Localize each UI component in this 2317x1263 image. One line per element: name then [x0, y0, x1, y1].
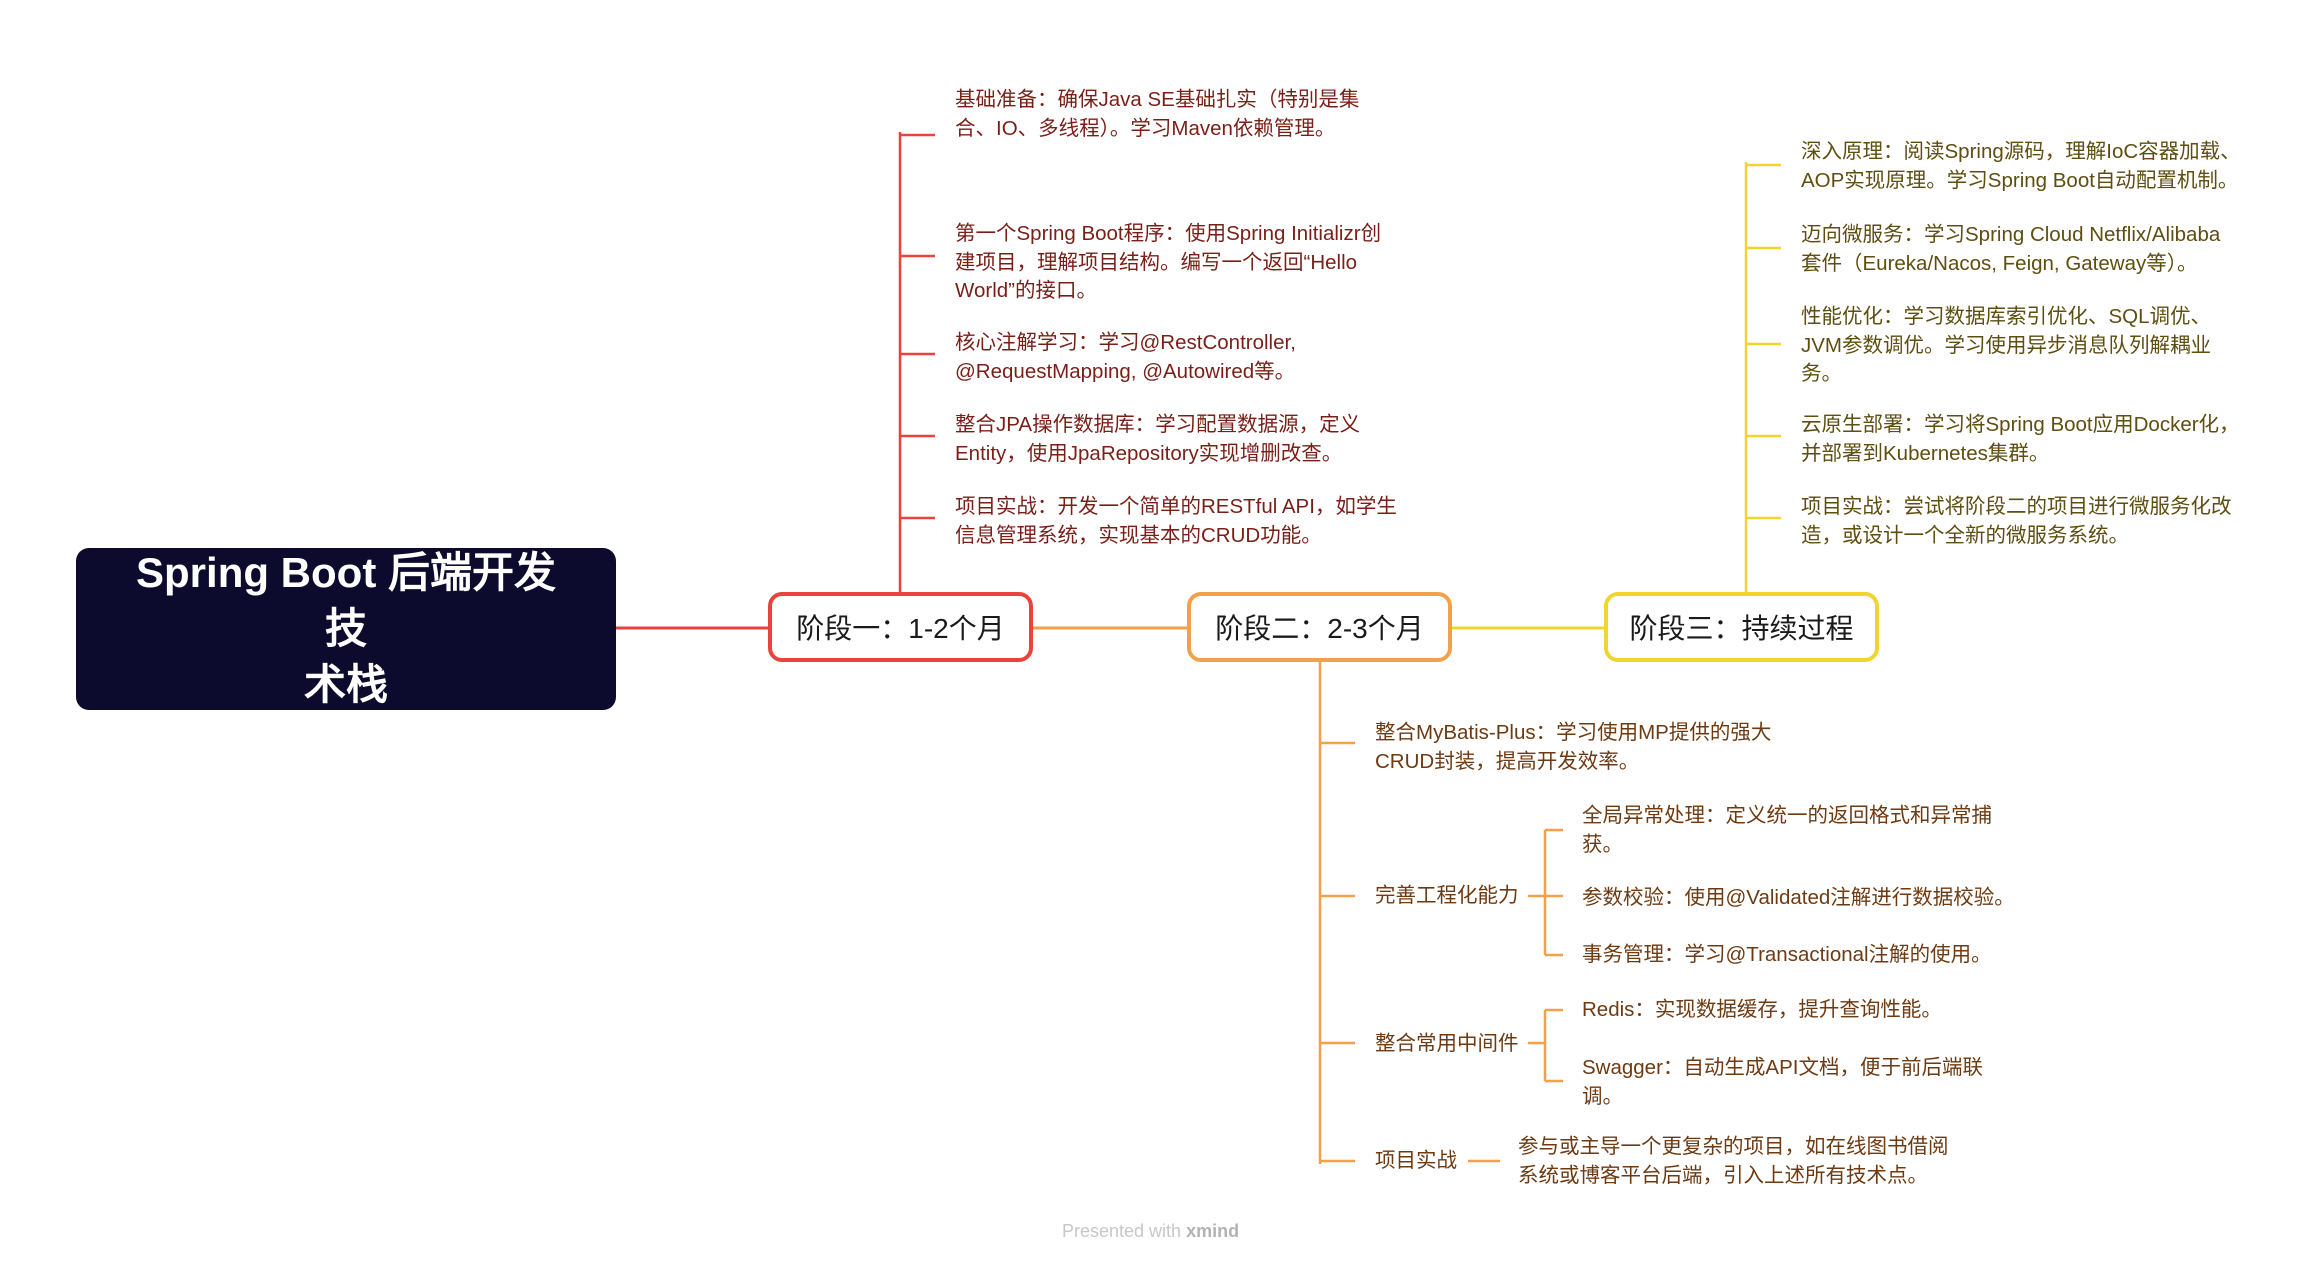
middleware-item-swagger[interactable]: Swagger：自动生成API文档，便于前后端联调。 — [1582, 1056, 1983, 1108]
stage2-item-engineering[interactable]: 完善工程化能力 — [1375, 884, 1519, 907]
xmind-watermark: Presented with xmind — [1062, 1221, 1240, 1241]
engineering-item-validation[interactable]: 参数校验：使用@Validated注解进行数据校验。 — [1582, 886, 2015, 909]
stage3-item-project[interactable]: 项目实战：尝试将阶段二的项目进行微服务化改造，或设计一个全新的微服务系统。 — [1801, 495, 2232, 547]
connector-stage1-children — [898, 132, 935, 592]
stage1-label: 阶段一：1-2个月 — [796, 613, 1005, 644]
stage2-item-middleware[interactable]: 整合常用中间件 — [1375, 1032, 1519, 1055]
stage3-item-principles[interactable]: 深入原理：阅读Spring源码，理解IoC容器加载、AOP实现原理。学习Spri… — [1801, 140, 2241, 192]
stage2-item-project[interactable]: 项目实战 — [1375, 1149, 1457, 1172]
stage2-topic[interactable]: 阶段二：2-3个月 — [1187, 592, 1452, 662]
project-detail[interactable]: 参与或主导一个更复杂的项目，如在线图书借阅系统或博客平台后端，引入上述所有技术点… — [1518, 1135, 1949, 1187]
stage1-topic[interactable]: 阶段一：1-2个月 — [768, 592, 1033, 662]
stage1-item-first-program[interactable]: 第一个Spring Boot程序：使用Spring Initializr创建项目… — [955, 222, 1382, 302]
stage1-item-annotations[interactable]: 核心注解学习：学习@RestController,@RequestMapping… — [955, 331, 1296, 383]
stage3-item-cloud-native[interactable]: 云原生部署：学习将Spring Boot应用Docker化，并部署到Kubern… — [1801, 413, 2240, 465]
stage3-topic[interactable]: 阶段三：持续过程 — [1604, 592, 1879, 662]
middleware-item-redis[interactable]: Redis：实现数据缓存，提升查询性能。 — [1582, 998, 1942, 1021]
stage1-item-project[interactable]: 项目实战：开发一个简单的RESTful API，如学生信息管理系统，实现基本的C… — [955, 495, 1397, 547]
stage2-label: 阶段二：2-3个月 — [1215, 613, 1424, 644]
engineering-item-transaction[interactable]: 事务管理：学习@Transactional注解的使用。 — [1582, 943, 1992, 966]
stage3-item-performance[interactable]: 性能优化：学习数据库索引优化、SQL调优、JVM参数调优。学习使用异步消息队列解… — [1801, 305, 2212, 385]
stage3-label: 阶段三：持续过程 — [1629, 613, 1854, 644]
connector-stage3-children — [1744, 162, 1781, 592]
engineering-item-exception[interactable]: 全局异常处理：定义统一的返回格式和异常捕获。 — [1582, 804, 1992, 856]
stage1-item-basics[interactable]: 基础准备：确保Java SE基础扎实（特别是集合、IO、多线程）。学习Maven… — [955, 88, 1360, 140]
root-title: Spring Boot 后端开发技术栈 — [136, 549, 556, 708]
root-topic[interactable]: Spring Boot 后端开发技术栈 — [76, 548, 616, 710]
